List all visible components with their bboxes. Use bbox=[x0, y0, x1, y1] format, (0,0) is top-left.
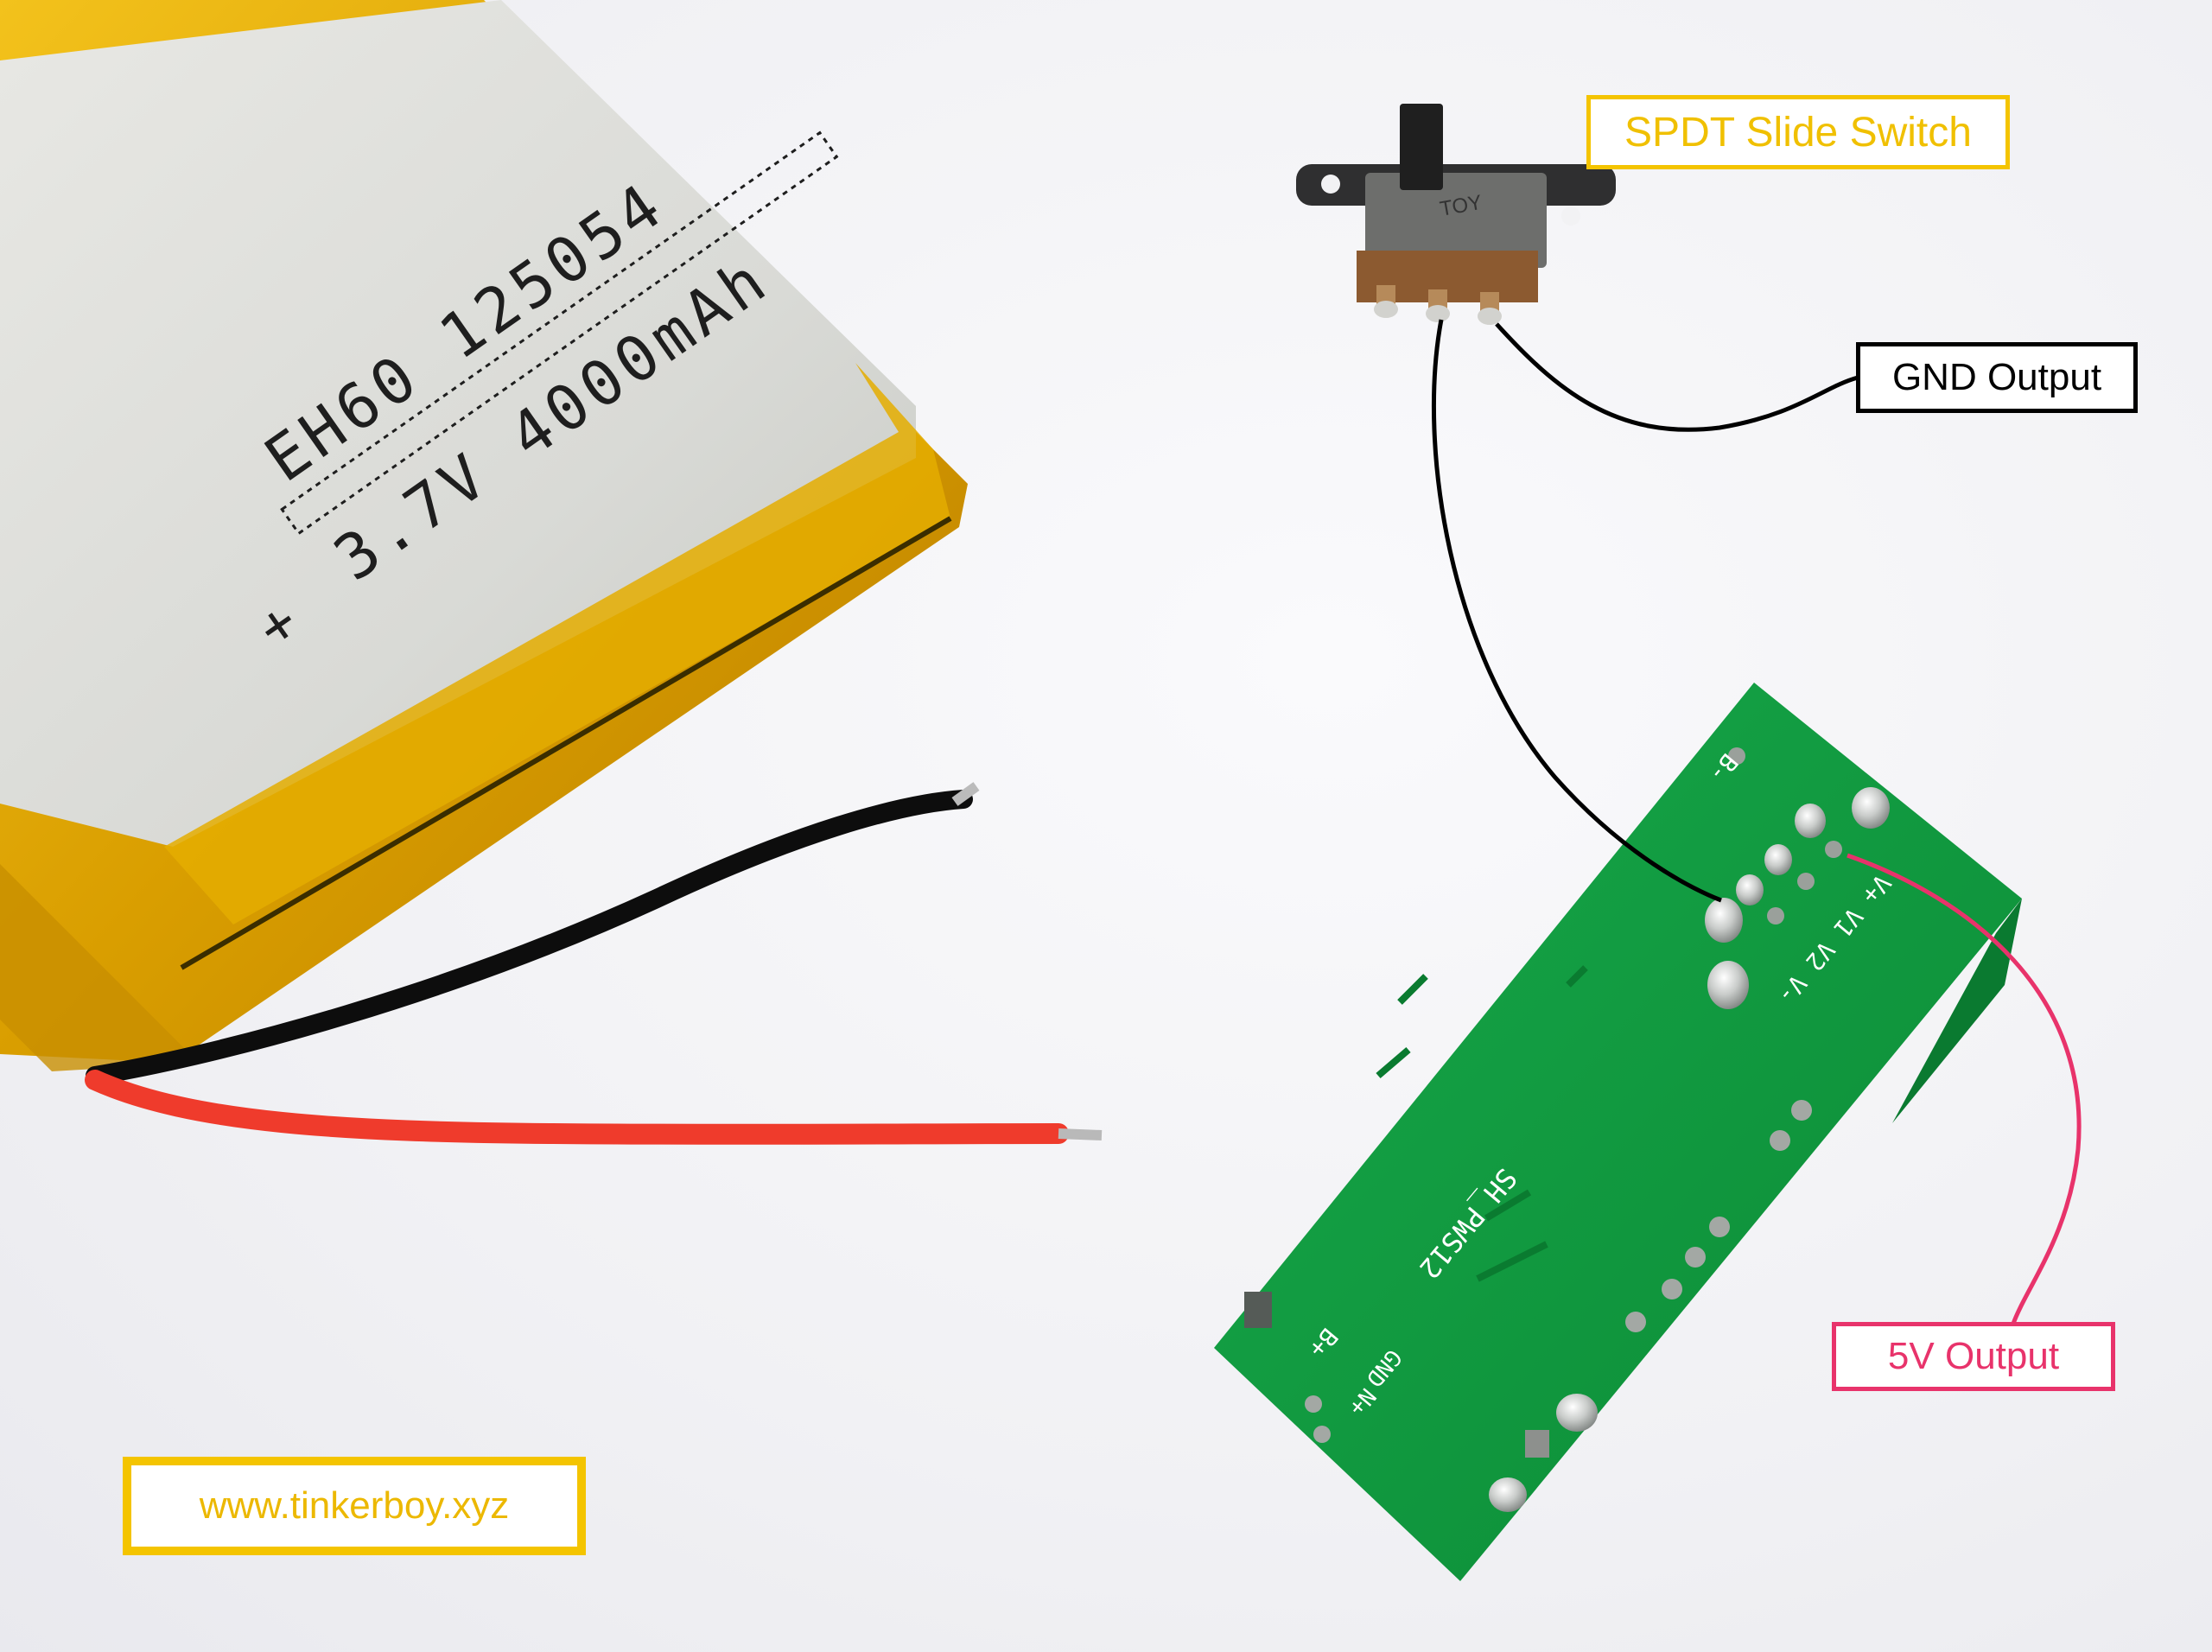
battery-black-wire bbox=[86, 790, 973, 1085]
gnd-output-callout: GND Output bbox=[1856, 342, 2138, 413]
switch-hole-right bbox=[1561, 206, 1580, 226]
gnd-leader-line bbox=[1495, 322, 1859, 432]
red-wire-tip bbox=[1058, 1128, 1103, 1141]
switch-callout: SPDT Slide Switch bbox=[1586, 95, 2010, 169]
pcb-board bbox=[1214, 683, 2022, 1581]
battery-red-wire bbox=[85, 1070, 1069, 1145]
five-volt-output-callout: 5V Output bbox=[1832, 1322, 2115, 1391]
switch-to-board-line bbox=[1431, 319, 1722, 903]
website-watermark: www.tinkerboy.xyz bbox=[123, 1457, 586, 1555]
battery-tape-flap bbox=[0, 864, 199, 1071]
battery-silver-label bbox=[0, 0, 916, 847]
switch-hole-left bbox=[1321, 175, 1340, 194]
switch-body bbox=[1365, 173, 1547, 268]
battery-tape-strip bbox=[164, 363, 950, 924]
slide-switch: TOY bbox=[1296, 104, 1616, 325]
switch-knob bbox=[1400, 104, 1443, 190]
black-wire-tip bbox=[951, 782, 980, 806]
pcb-pads-lower bbox=[1244, 1100, 1812, 1512]
power-board: SH_PWS12 V+ V1 V2 V- B- B+ GND N+ bbox=[1214, 683, 2022, 1581]
pcb-traces bbox=[1376, 965, 1588, 1282]
lipo-battery: EH60 125054 3.7V 4000mAh + bbox=[0, 0, 1103, 1145]
pcb-usb-edge bbox=[1892, 899, 2022, 1123]
battery-edge-line bbox=[180, 516, 952, 970]
pcb-pads-top bbox=[1705, 747, 1890, 1009]
five-volt-leader-line bbox=[1847, 853, 2082, 1325]
switch-pins bbox=[1374, 285, 1502, 325]
